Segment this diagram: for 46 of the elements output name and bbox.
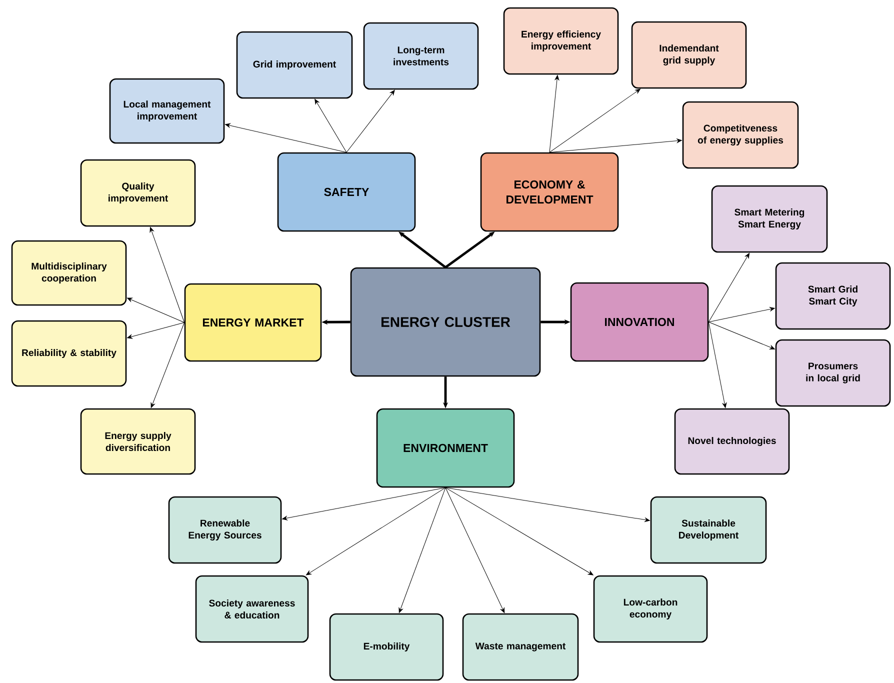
arrow (445, 487, 650, 522)
topic-box: Renewable Energy Sources (168, 496, 282, 564)
topic-box: Energy efficiency improvement (503, 7, 619, 75)
topic-box: Long-term investments (363, 22, 479, 90)
category-box: ENERGY MARKET (184, 283, 322, 362)
arrow (225, 123, 347, 153)
topic-box: Indemendant grid supply (631, 21, 747, 89)
arrow (708, 322, 727, 408)
topic-box: Novel technologies (674, 408, 790, 475)
arrow (549, 88, 641, 153)
arrow (127, 298, 185, 323)
arrow (346, 90, 395, 153)
arrow (150, 322, 185, 408)
arrow (127, 322, 185, 339)
topic-box: Quality improvement (80, 159, 196, 227)
topic-box: Grid improvement (236, 31, 353, 99)
topic-box: Multidisciplinary cooperation (11, 240, 127, 306)
arrow (282, 487, 446, 520)
topic-box: Prosumers in local grid (775, 339, 891, 407)
category-box: SAFETY (277, 152, 416, 232)
arrow (314, 98, 347, 153)
topic-box: Sustainable Development (650, 496, 767, 564)
topic-box: E-mobility (329, 613, 444, 681)
topic-box: Reliability & stability (11, 320, 127, 387)
topic-box: Local management improvement (109, 78, 225, 144)
arrow (549, 138, 682, 153)
arrow (445, 487, 594, 576)
topic-box: Energy supply diversification (80, 408, 196, 475)
category-box: INNOVATION (570, 282, 709, 362)
arrow (708, 307, 775, 322)
category-box: ECONOMY & DEVELOPMENT (480, 152, 619, 232)
arrow (445, 487, 505, 614)
topic-box: Society awareness & education (195, 575, 309, 643)
topic-box: Competitveness of energy supplies (682, 101, 799, 169)
arrow (708, 252, 750, 322)
category-box: ENVIRONMENT (376, 408, 515, 488)
arrow (306, 487, 446, 576)
arrow (549, 75, 560, 153)
topic-box: Waste management (462, 613, 579, 681)
topic-box: Smart Grid Smart City (775, 262, 891, 330)
arrow (708, 322, 775, 350)
arrow (398, 487, 446, 613)
topic-box: Low-carbon economy (593, 575, 708, 643)
topic-box: Smart Metering Smart Energy (711, 185, 828, 253)
arrow (150, 227, 185, 323)
central-box: ENERGY CLUSTER (350, 267, 541, 377)
